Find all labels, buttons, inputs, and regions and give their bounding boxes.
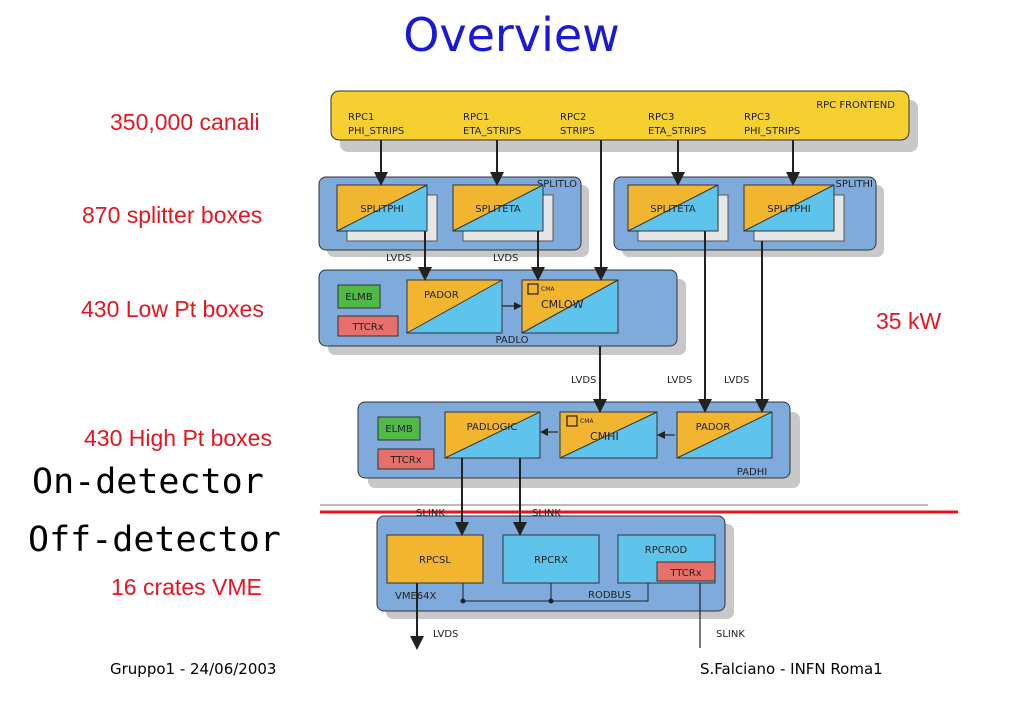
vme64x-label: VME64X [395, 591, 437, 602]
rpcrod-label: RPCROD [645, 545, 688, 556]
splithi-crate: SPLITHI SPLITETA SPLITPHI [613, 176, 884, 257]
padhi-pador-box: PADOR [676, 411, 773, 459]
padlo-elmb: ELMB [337, 284, 381, 309]
lvds-label-5: LVDS [724, 375, 749, 386]
rpc-frontend: RPC FRONTEND RPC1 PHI_STRIPS RPC1 ETA_ST… [330, 90, 918, 152]
footer-author: S.Falciano - INFN Roma1 [700, 660, 883, 678]
on-detector-label: On-detector [32, 462, 264, 502]
padlo-cmlow-box: CMA CMLOW [521, 279, 619, 334]
rpc1-eta-label: RPC1 [463, 112, 489, 123]
lvds-label-1: LVDS [386, 253, 411, 264]
cma-chip-icon [527, 283, 539, 295]
padhi-crate: PADHI ELMB TTCRx PADLOGIC CMA CMHI [357, 401, 800, 488]
rpc2-strips-label: STRIPS [560, 126, 595, 137]
vme-crates-label: 16 crates VME [111, 574, 262, 600]
channels-label: 350,000 canali [110, 109, 260, 135]
padhi-ttcrx: TTCRx [377, 448, 435, 470]
rpcrod-board: RPCROD TTCRx [617, 534, 716, 584]
lvds-label-3: LVDS [571, 375, 596, 386]
rodbus-label: RODBUS [588, 590, 631, 601]
slink-label-2: SLINK [532, 508, 561, 519]
padlo-title: PADLO [495, 335, 528, 346]
lvds-label-2: LVDS [493, 253, 518, 264]
splithi-splitphi-box: SPLITPHI [743, 184, 845, 242]
padhi-cmhi-label: CMHI [590, 430, 619, 443]
padlo-cmlow-label: CMLOW [541, 298, 584, 311]
padhi-elmb-label: ELMB [385, 424, 413, 435]
splitlo-title: SPLITLO [537, 179, 577, 190]
rpcsl-label: RPCSL [419, 555, 451, 566]
padlo-ttcrx-label: TTCRx [351, 322, 383, 333]
rpc1-eta-strips-label: ETA_STRIPS [463, 126, 521, 137]
splitlo-crate: SPLITLO SPLITPHI SPLITETA [318, 176, 589, 257]
padhi-pador-label: PADOR [696, 422, 731, 433]
high-pt-boxes-label: 430 High Pt boxes [84, 425, 272, 451]
splithi-spliteta-label: SPLITETA [650, 204, 696, 215]
vme-crate: VME64X RPCSL RPCRX RPCROD TTCRx RODBUS [376, 515, 734, 619]
rpcrod-ttcrx-label: TTCRx [669, 568, 701, 579]
signal-arrows [374, 140, 800, 650]
splithi-spliteta-box: SPLITETA [627, 184, 729, 242]
power-label: 35 kW [876, 308, 942, 334]
spliteta-box: SPLITETA [452, 184, 554, 242]
padhi-elmb: ELMB [377, 416, 421, 441]
padhi-padlogic-box: PADLOGIC [444, 411, 541, 459]
padhi-ttcrx-label: TTCRx [389, 455, 421, 466]
padlo-pador-label: PADOR [424, 290, 459, 301]
padlo-pador-box: PADOR [406, 279, 503, 334]
splitter-boxes-label: 870 splitter boxes [82, 202, 263, 228]
splithi-splitphi-label: SPLITPHI [767, 204, 811, 215]
splithi-title: SPLITHI [836, 179, 873, 190]
rodbus-line [462, 583, 649, 602]
rpcsl-board: RPCSL [386, 534, 484, 584]
page-title: Overview [403, 8, 620, 62]
padlo-cma-label: CMA [541, 286, 555, 293]
off-detector-label: Off-detector [28, 520, 281, 560]
cma-chip-icon [566, 415, 578, 427]
splitphi-label: SPLITPHI [360, 204, 404, 215]
rpc3-eta-label: RPC3 [648, 112, 674, 123]
padhi-title: PADHI [737, 467, 767, 478]
padlo-ttcrx: TTCRx [337, 315, 399, 337]
low-pt-boxes-label: 430 Low Pt boxes [81, 296, 264, 322]
rpcrx-board: RPCRX [502, 534, 600, 584]
padhi-padlogic-label: PADLOGIC [467, 422, 518, 433]
padlo-crate: PADLO ELMB TTCRx PADOR CMA CMLOW [318, 269, 686, 355]
padlo-elmb-label: ELMB [345, 292, 373, 303]
padhi-cma-label: CMA [580, 418, 594, 425]
rpc1-phi-label: RPC1 [348, 112, 374, 123]
padhi-cmhi-box: CMA CMHI [559, 411, 658, 459]
rpc2-label: RPC2 [560, 112, 586, 123]
rpcrx-label: RPCRX [534, 555, 568, 566]
rpc3-phi-label: RPC3 [744, 112, 770, 123]
splitphi-box: SPLITPHI [336, 184, 438, 242]
rpc3-phi-strips-label: PHI_STRIPS [744, 126, 800, 137]
slink-label-out: SLINK [716, 629, 745, 640]
rpcrod-ttcrx [656, 561, 716, 582]
frontend-title: RPC FRONTEND [816, 100, 895, 111]
footer-date: Gruppo1 - 24/06/2003 [110, 660, 277, 678]
lvds-label-out: LVDS [433, 629, 458, 640]
lvds-label-4: LVDS [667, 375, 692, 386]
slink-label-1: SLINK [416, 508, 445, 519]
spliteta-label: SPLITETA [475, 204, 521, 215]
rpc3-eta-strips-label: ETA_STRIPS [648, 126, 706, 137]
rpc1-phi-strips-label: PHI_STRIPS [348, 126, 404, 137]
